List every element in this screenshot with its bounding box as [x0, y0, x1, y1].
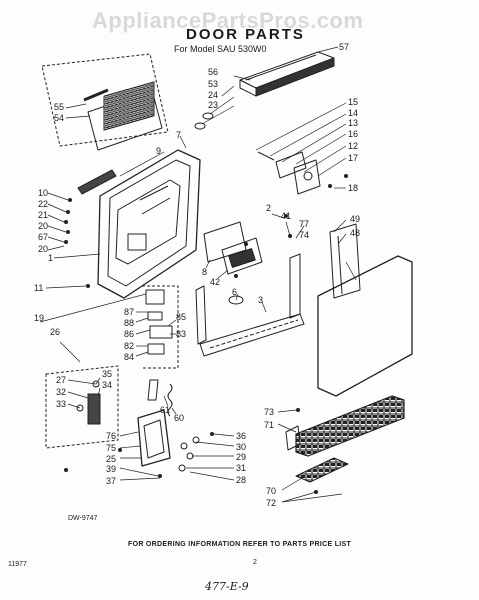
- gasket-frame: [137, 409, 171, 467]
- drawing-number: DW-9747: [68, 515, 98, 522]
- callout-21: 21: [38, 210, 49, 220]
- small-fasteners: [64, 174, 348, 494]
- callout-49: 49: [350, 214, 361, 224]
- latch-bracket: [203, 221, 263, 305]
- callout-77: 77: [299, 219, 310, 229]
- callout-19: 19: [34, 313, 45, 323]
- callout-86: 86: [124, 329, 135, 339]
- ordering-note: FOR ORDERING INFORMATION REFER TO PARTS …: [128, 541, 352, 548]
- callout-23: 23: [208, 100, 219, 110]
- kick-panel-grille: [285, 395, 405, 457]
- callout-55: 55: [54, 102, 65, 112]
- model-subtitle: For Model SAU 530W0: [174, 44, 267, 54]
- callout-14: 14: [348, 108, 359, 118]
- callout-36: 36: [236, 431, 247, 441]
- callout-74: 74: [299, 230, 310, 240]
- callout-87: 87: [124, 307, 135, 317]
- callout-32: 32: [56, 387, 67, 397]
- callout-67: 67: [38, 232, 49, 242]
- callout-56: 56: [208, 67, 219, 77]
- callout-16: 16: [348, 129, 359, 139]
- door-spring: [147, 379, 173, 417]
- callout-53: 53: [208, 79, 219, 89]
- callout-85: 85: [176, 312, 187, 322]
- door-handle-bar: [77, 169, 117, 195]
- callout-6: 6: [232, 287, 238, 297]
- callout-88: 88: [124, 318, 135, 328]
- callout-12: 12: [348, 141, 359, 151]
- callout-33: 33: [56, 399, 67, 409]
- switch-cluster: [142, 285, 179, 369]
- toe-grille: [295, 457, 349, 483]
- leader-lines: [39, 46, 357, 503]
- callout-72: 72: [266, 498, 277, 508]
- callout-29: 29: [236, 452, 247, 462]
- callout-15: 15: [348, 97, 359, 107]
- callout-7: 7: [176, 130, 182, 140]
- callout-9: 9: [156, 146, 162, 156]
- callout-26: 26: [50, 327, 61, 337]
- callout-54: 54: [54, 113, 65, 123]
- page-title: DOOR PARTS: [186, 26, 305, 43]
- top-vent-strip: [239, 51, 335, 97]
- callout-82: 82: [124, 341, 135, 351]
- callout-25: 25: [106, 454, 117, 464]
- callout-24: 24: [208, 90, 219, 100]
- door-lower-frame: [195, 253, 305, 357]
- callout-11: 11: [34, 283, 44, 293]
- callout-34: 34: [102, 380, 113, 390]
- callout-57: 57: [339, 42, 350, 52]
- callout-20-lower: 20: [38, 244, 49, 254]
- callout-18: 18: [348, 183, 359, 193]
- fastener-parts-23-24: [194, 112, 214, 130]
- callout-1: 1: [48, 253, 54, 263]
- inner-door-panel: [97, 149, 201, 299]
- callout-13: 13: [348, 118, 359, 128]
- callout-41: 41: [281, 211, 292, 221]
- callout-8: 8: [202, 267, 208, 277]
- callout-20: 20: [38, 221, 49, 231]
- callout-2: 2: [266, 203, 272, 213]
- callout-71: 71: [264, 420, 275, 430]
- hinge-assembly: [257, 151, 321, 195]
- callout-3: 3: [258, 295, 264, 305]
- callout-84: 84: [124, 352, 135, 362]
- callout-37: 37: [106, 476, 117, 486]
- callout-48: 48: [350, 228, 361, 238]
- callout-22: 22: [38, 199, 49, 209]
- callout-73: 73: [264, 407, 275, 417]
- page-number: 2: [253, 559, 257, 566]
- callout-31: 31: [236, 463, 247, 473]
- page-code: 11977: [8, 561, 27, 568]
- filter-grille: [41, 53, 169, 151]
- callout-39: 39: [106, 464, 117, 474]
- latch-kit: [45, 365, 119, 449]
- callout-10: 10: [38, 188, 49, 198]
- callout-61: 61: [160, 405, 171, 415]
- callout-83: 83: [176, 329, 187, 339]
- callout-70: 70: [266, 486, 277, 496]
- callout-27: 27: [56, 375, 67, 385]
- callout-28: 28: [236, 475, 247, 485]
- callout-76: 76: [106, 431, 117, 441]
- watermark: AppliancePartsPros.com: [92, 8, 364, 33]
- callout-30: 30: [236, 442, 247, 452]
- callout-60: 60: [174, 413, 185, 423]
- handwritten-note: 477-E-9: [205, 580, 249, 593]
- callout-35: 35: [102, 369, 113, 379]
- callout-17: 17: [348, 153, 359, 163]
- callout-42: 42: [210, 277, 221, 287]
- outer-door-panel: [317, 223, 413, 397]
- callout-75: 75: [106, 443, 117, 453]
